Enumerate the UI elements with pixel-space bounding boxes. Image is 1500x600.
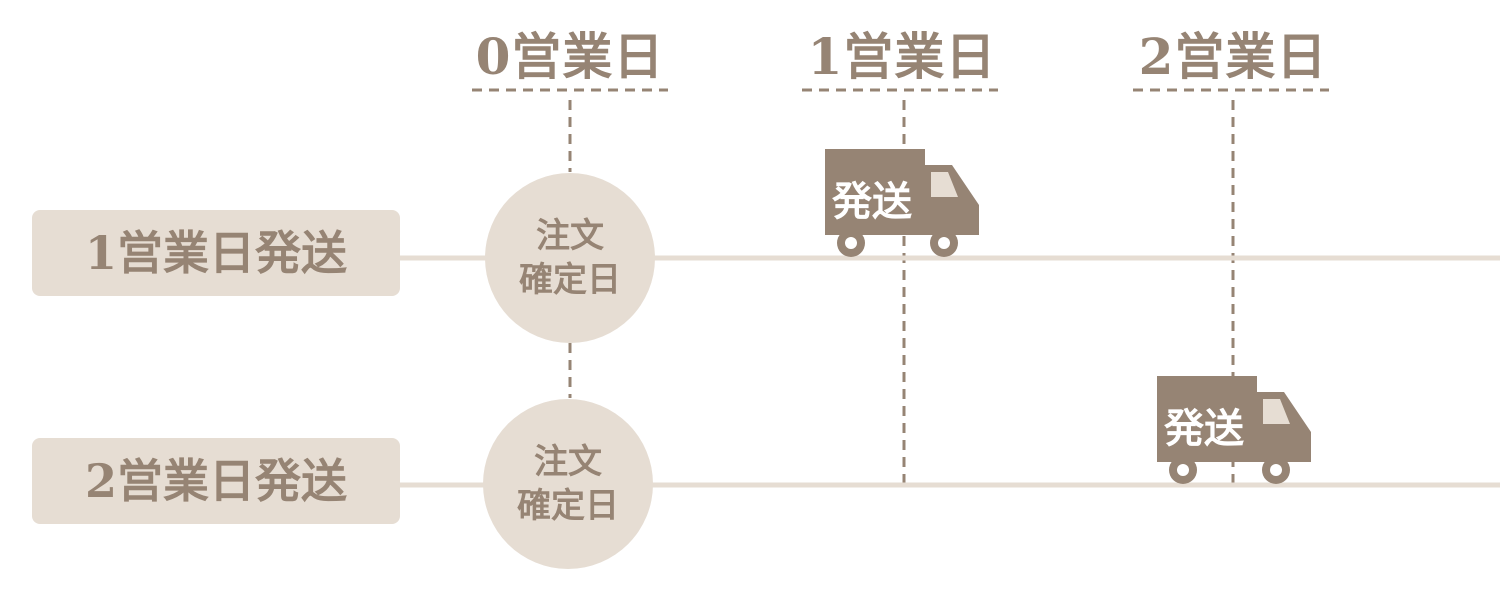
row-label-2day: 2営業日発送 [32,438,400,524]
order-label-line2: 確定日 [517,486,619,526]
shipping-truck-row2: 発送 [1156,374,1316,486]
order-confirmed-circle-row2: 注文 確定日 [483,399,653,569]
order-label-line1: 注文 [536,216,604,256]
truck-icon [1157,376,1311,484]
order-confirmed-circle-row1: 注文 確定日 [485,173,655,343]
order-label-line2: 確定日 [519,260,621,300]
column-header-day0: 0営業日 [475,27,665,86]
shipping-truck-row1: 発送 [824,147,984,259]
truck-icon [825,149,979,257]
ship-label: 発送 [1164,405,1244,452]
ship-label: 発送 [832,178,912,225]
column-header-day1: 1営業日 [807,27,997,86]
column-header-day2: 2営業日 [1138,27,1328,86]
order-label-line1: 注文 [534,442,602,482]
row-label-1day: 1営業日発送 [32,210,400,296]
